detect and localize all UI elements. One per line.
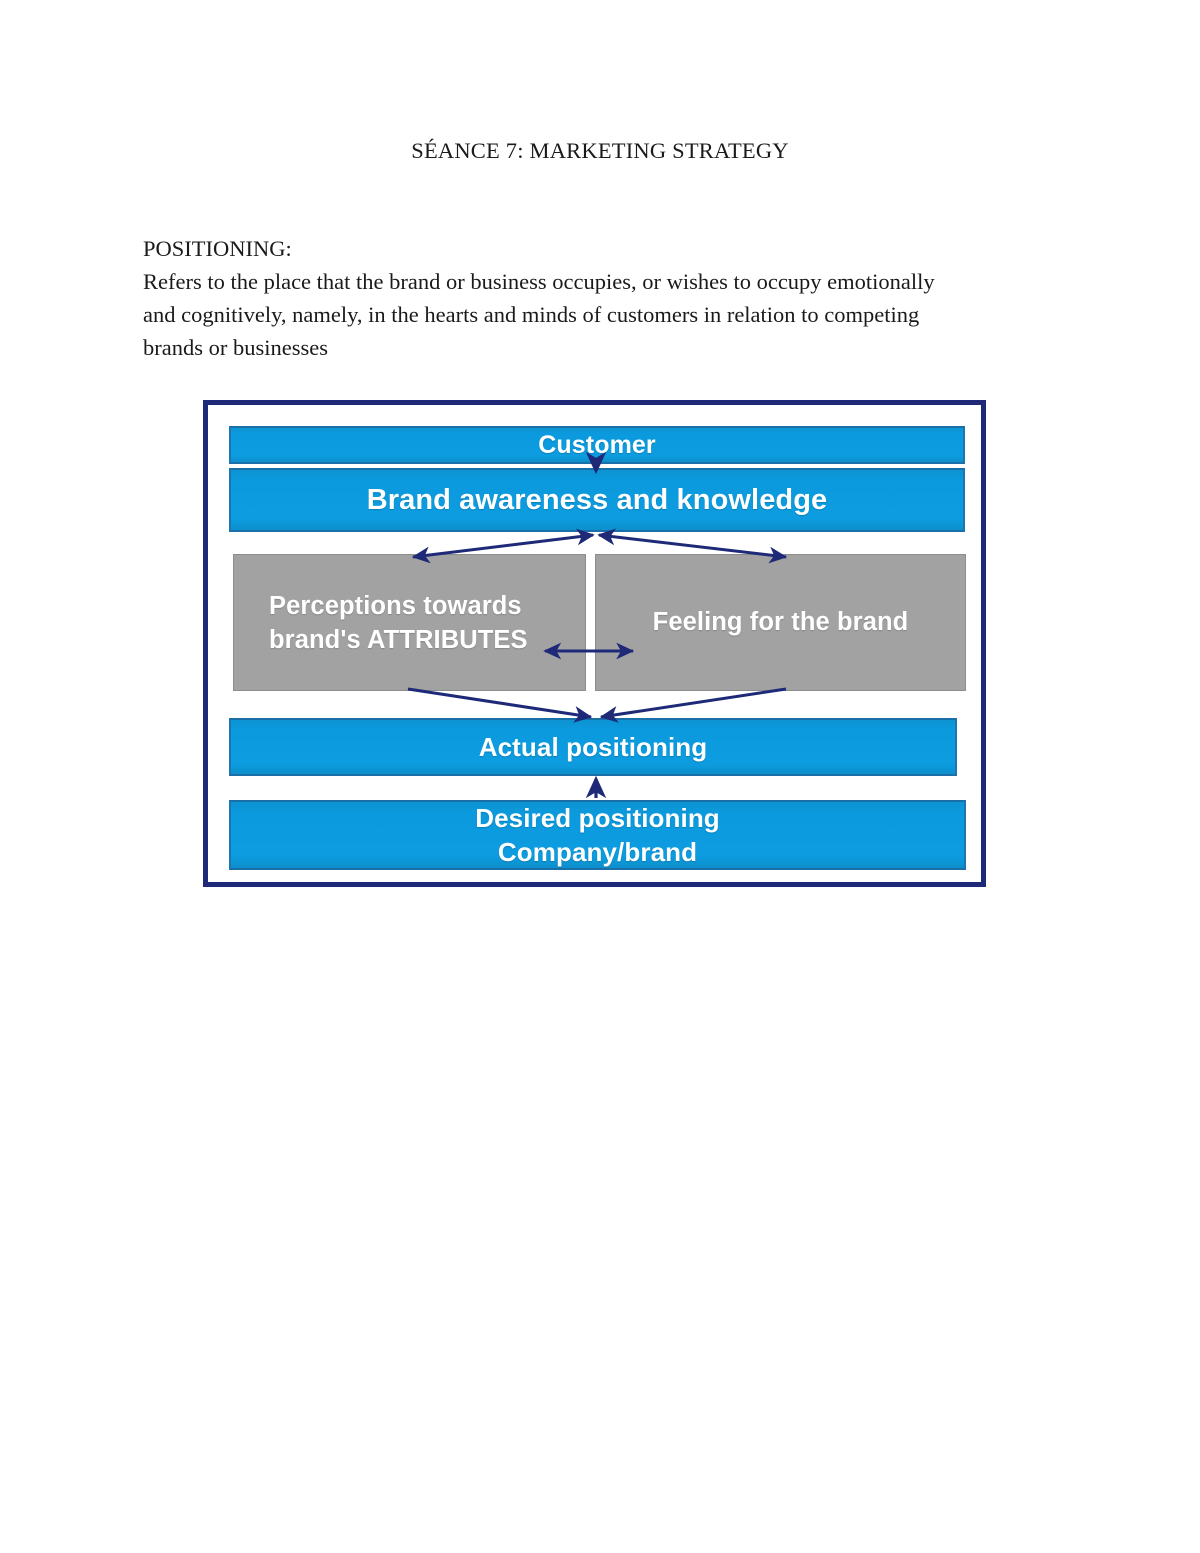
perceptions-line-2: brand's ATTRIBUTES xyxy=(269,625,528,654)
paragraph-line-3: brands or businesses xyxy=(143,335,328,360)
diagram-node-feeling-label: Feeling for the brand xyxy=(652,608,909,636)
diagram-node-customer: Customer xyxy=(229,426,965,464)
diagram-node-actual-positioning-label: Actual positioning xyxy=(478,731,708,762)
diagram-node-feeling: Feeling for the brand xyxy=(595,554,966,691)
positioning-section: POSITIONING: Refers to the place that th… xyxy=(143,232,1053,364)
diagram-canvas: Customer Brand awareness and knowledge P… xyxy=(208,405,991,892)
diagram-node-perceptions: Perceptions towards brand's ATTRIBUTES xyxy=(233,554,586,691)
diagram-node-perceptions-label: Perceptions towards brand's ATTRIBUTES xyxy=(269,589,528,657)
diagram-node-brand-awareness-label: Brand awareness and knowledge xyxy=(366,483,828,516)
connector-perceptions-to-actual xyxy=(407,687,593,723)
diagram-node-customer-label: Customer xyxy=(538,430,656,459)
positioning-diagram: Customer Brand awareness and knowledge P… xyxy=(203,400,986,887)
diagram-node-actual-positioning: Actual positioning xyxy=(229,718,957,776)
section-heading: POSITIONING: xyxy=(143,236,292,261)
diagram-node-desired-positioning: Desired positioning Company/brand xyxy=(229,800,966,870)
page-title: SÉANCE 7: MARKETING STRATEGY xyxy=(411,138,789,163)
paragraph-line-1: Refers to the place that the brand or bu… xyxy=(143,269,935,294)
connector-feeling-to-actual xyxy=(599,687,787,723)
desired-line-1: Desired positioning xyxy=(475,803,720,833)
desired-line-2: Company/brand xyxy=(497,837,698,867)
diagram-node-desired-positioning-label: Desired positioning Company/brand xyxy=(475,801,720,869)
perceptions-line-1: Perceptions towards xyxy=(269,591,522,620)
paragraph-line-2: and cognitively, namely, in the hearts a… xyxy=(143,302,920,327)
diagram-node-brand-awareness: Brand awareness and knowledge xyxy=(229,468,965,532)
